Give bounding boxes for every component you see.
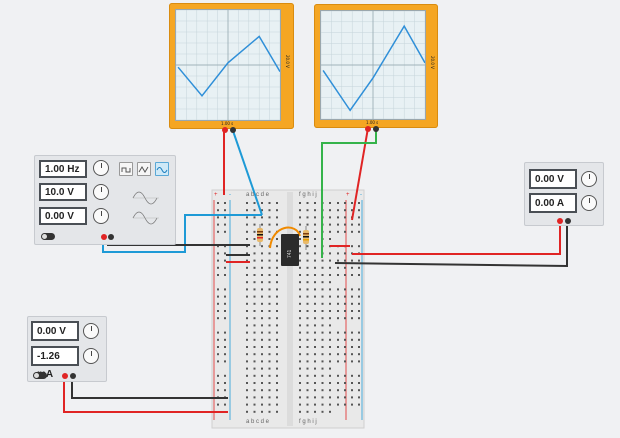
rail-plus-label: + [214,192,218,198]
rail-plus-label: + [346,192,350,198]
voltage-knob[interactable] [581,171,597,187]
blue-wire[interactable] [102,214,262,253]
red-wire[interactable] [352,222,561,255]
rail-minus-label: - [229,192,231,198]
square-wave-icon[interactable] [119,162,133,176]
oscilloscope-right[interactable]: 20.0 V 1.00 s [314,4,438,132]
voltage-knob[interactable] [83,323,99,339]
green-wire[interactable] [321,128,377,258]
volt-div-label: 20.0 V [430,56,435,69]
scope-trace [175,9,281,121]
frequency-display[interactable]: 1.00 Hz [39,160,87,178]
time-div-label: 1.00 s [221,121,234,126]
multimeter-right[interactable]: 0.00 V 0.00 A [524,162,604,226]
amplitude-knob[interactable] [93,184,109,200]
black-output-jack[interactable] [108,234,114,240]
scope-screen [320,10,426,120]
current-display: 0.00 A [529,193,577,213]
trace-line [177,35,281,97]
red-lead-jack[interactable] [62,373,68,379]
red-probe-jack[interactable] [222,127,228,133]
op-amp-ic[interactable]: 741 [281,234,299,266]
sine-wave-icon[interactable] [155,162,169,176]
red-lead-jack[interactable] [557,218,563,224]
column-labels-top-left: a b c d e [246,192,270,198]
dc-offset-knob[interactable] [93,208,109,224]
power-toggle[interactable] [41,233,55,240]
ic-label: 741 [287,249,293,258]
power-toggle[interactable] [33,372,47,379]
red-wire[interactable] [63,376,228,413]
red-probe-jack[interactable] [365,126,371,132]
trace-line [322,24,426,112]
orange-wire[interactable] [269,226,301,249]
multimeter-left[interactable]: 0.00 V -1.26 mA [27,316,107,382]
waveform-preview [132,191,159,225]
frequency-knob[interactable] [93,160,109,176]
resistor[interactable] [303,226,309,250]
black-probe-jack[interactable] [230,127,236,133]
volt-div-label: 20.0 V [285,55,290,68]
black-probe-jack[interactable] [373,126,379,132]
current-knob[interactable] [581,195,597,211]
triangle-wave-icon[interactable] [137,162,151,176]
scope-trace [320,10,426,120]
amplitude-display[interactable]: 10.0 V [39,183,87,201]
red-output-jack[interactable] [101,234,107,240]
blue-wire[interactable] [231,127,263,216]
voltage-display: 0.00 V [529,169,577,189]
function-generator[interactable]: 1.00 Hz 10.0 V 0.00 V [34,155,176,245]
dc-offset-display[interactable]: 0.00 V [39,207,87,225]
black-wire[interactable] [71,376,228,399]
black-lead-jack[interactable] [565,218,571,224]
resistor[interactable] [257,224,263,246]
rail-minus-label: - [360,192,362,198]
column-labels-bottom-right: f g h i j [299,419,317,425]
breadboard[interactable] [211,189,365,429]
oscilloscope-left[interactable]: 20.0 V 1.00 s [169,3,294,133]
voltage-display: 0.00 V [31,321,79,341]
current-display: -1.26 mA [31,346,79,380]
current-knob[interactable] [83,348,99,364]
column-labels-bottom-left: a b c d e [246,419,270,425]
time-div-label: 1.00 s [366,120,379,125]
scope-screen [175,9,281,121]
black-wire[interactable] [334,222,568,268]
black-lead-jack[interactable] [70,373,76,379]
column-labels-top-right: f g h i j [299,192,317,198]
